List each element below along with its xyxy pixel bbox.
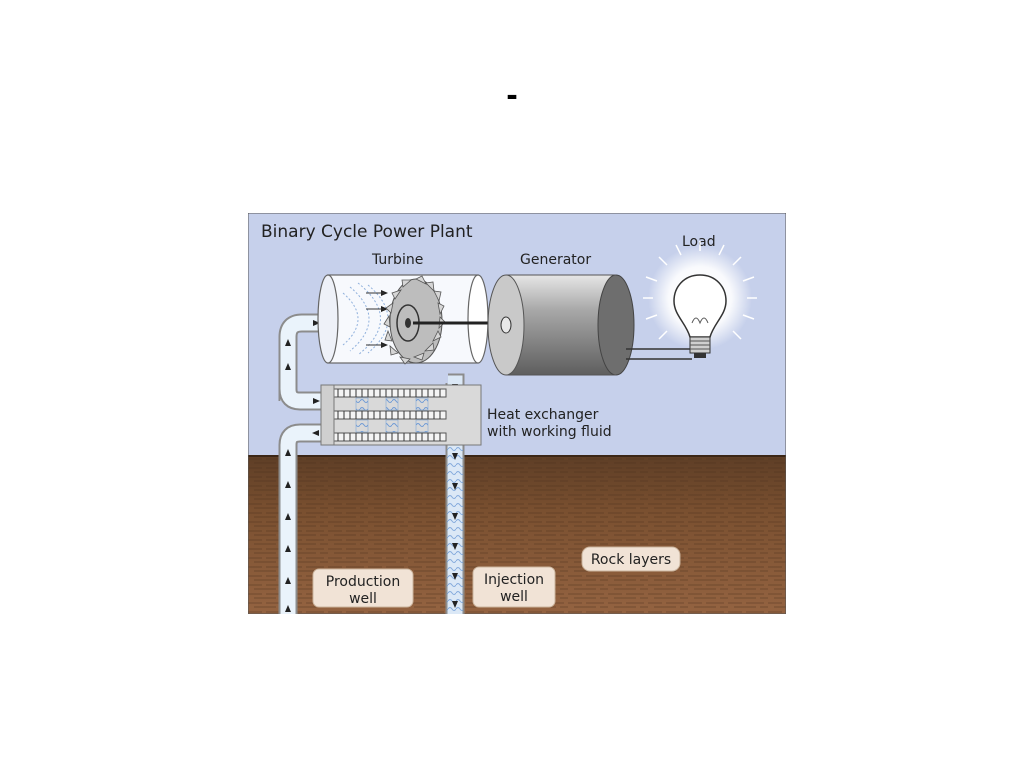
diagram-title: Binary Cycle Power Plant	[261, 222, 473, 242]
heat-exchanger-label-line1: Heat exchanger	[487, 407, 599, 423]
turbine-rotor-icon	[383, 275, 446, 365]
load-label: Load	[682, 234, 716, 250]
injection-well-label-line1: Injection	[484, 572, 544, 588]
binary-cycle-diagram: Binary Cycle Power Plant Turbine Generat…	[248, 213, 786, 614]
light-bulb-icon	[643, 241, 757, 358]
heat-exchanger	[320, 384, 482, 446]
turbine-label: Turbine	[371, 252, 423, 268]
rock-layers-label: Rock layers	[591, 552, 671, 568]
generator	[487, 274, 635, 376]
generator-label: Generator	[520, 252, 591, 268]
ground-rock-layers	[248, 455, 786, 614]
load-wires	[626, 348, 692, 360]
production-well-label-line1: Production	[326, 574, 400, 590]
heat-exchanger-label-line2: with working fluid	[487, 424, 612, 440]
slide-title: -	[506, 76, 518, 114]
production-well-pipe	[278, 313, 336, 614]
injection-well-label-line2: well	[500, 589, 528, 605]
production-well-label-line2: well	[349, 591, 377, 607]
turbine	[317, 274, 506, 365]
